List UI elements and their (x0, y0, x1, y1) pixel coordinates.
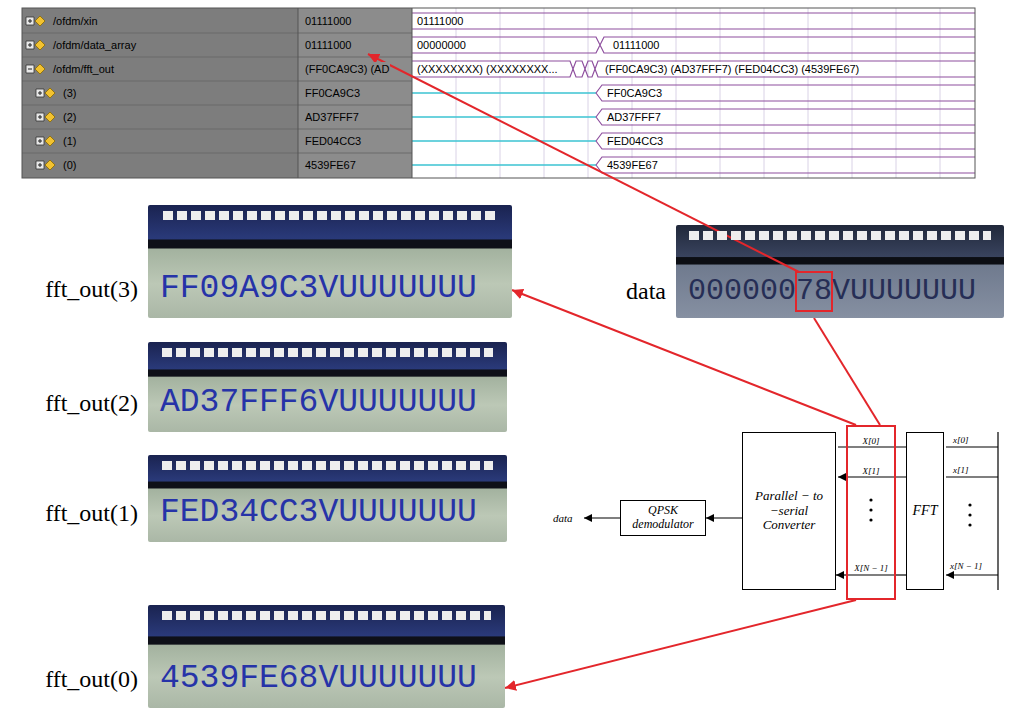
lcd-readout: AD37FFF6VUUUUUUU (160, 384, 477, 422)
block-diagram-wiring (584, 432, 998, 590)
callout-arrow (814, 318, 880, 425)
display-label: fft_out(3) (45, 275, 138, 304)
signal-value: (FF0CA9C3) (AD (304, 62, 390, 76)
signal-line (846, 574, 896, 575)
lcd-readout: FF09A9C3VUUUUUUU (160, 270, 477, 308)
signal-arrow (896, 574, 906, 575)
signal-name: (1) (62, 134, 77, 148)
bus-wave (596, 85, 975, 173)
lcd-display: fft_out(3)FF09A9C3VUUUUUUU (148, 205, 512, 318)
connector-pins (162, 348, 492, 357)
box-label: FFT (913, 503, 938, 519)
connector-pins (162, 461, 492, 470)
lcd-readout: 4539FE68VUUUUUUU (160, 660, 477, 698)
input-index: x[N − 1] (949, 561, 983, 571)
display-label: fft_out(1) (45, 499, 138, 528)
signal-name: (2) (62, 110, 77, 124)
undefined-wave (412, 93, 596, 165)
signal-arrow (706, 517, 742, 518)
wave-value: FF0CA9C3 (606, 86, 663, 100)
signal-value: 01111000 (304, 14, 353, 28)
box-edge (997, 432, 998, 590)
signal-line (946, 447, 998, 575)
wave-value: 4539FE67 (606, 158, 659, 172)
connector-pins (689, 231, 991, 240)
wave-value: 00000000 (416, 38, 467, 52)
ellipsis-dot (869, 498, 872, 501)
input-index: x[0] (952, 435, 970, 445)
lcd-display: fft_out(1)FED34CC3VUUUUUUU (148, 455, 507, 542)
ellipsis-dot (968, 503, 971, 506)
output-arrow (584, 517, 620, 518)
signal-name: (0) (62, 158, 77, 172)
output-index: X[1] (848, 466, 894, 476)
row-separator (22, 33, 412, 153)
callout-arrow (505, 600, 856, 688)
display-label: data (626, 277, 666, 306)
wave-pane (412, 8, 975, 178)
signal-value: FED04CC3 (304, 134, 362, 148)
wave-value: (FF0CA9C3) (AD37FFF7) (FED04CC3) (4539FE… (604, 62, 860, 76)
ellipsis-dot (869, 518, 872, 521)
output-index: X[N − 1] (848, 563, 894, 573)
signal-value: FF0CA9C3 (304, 86, 361, 100)
wave-value: AD37FFF7 (606, 110, 662, 124)
highlight-box: X[0] X[1] X[N − 1] (846, 425, 896, 600)
input-index: x[1] (952, 465, 970, 475)
pane-divider (298, 8, 412, 178)
connectors (505, 290, 906, 688)
display-label: fft_out(0) (45, 665, 138, 694)
signal-arrow (836, 574, 846, 575)
connector-pins (163, 211, 498, 220)
output-index: X[0] (848, 436, 894, 446)
wave-value: (XXXXXXXX) (XXXXXXXX... (416, 62, 559, 76)
box-label: Parallel − to −serial Converter (746, 489, 832, 534)
ellipsis-dot (968, 513, 971, 516)
lcd-readout: FED34CC3VUUUUUUU (160, 494, 477, 532)
wave-value: 01111000 (416, 14, 465, 28)
signal-value: 01111000 (304, 38, 353, 52)
expand-box (26, 17, 44, 169)
signal-value: 4539FE67 (304, 158, 357, 172)
ellipsis-dot (968, 523, 971, 526)
window-frame (22, 8, 975, 178)
signal-name: /ofdm/data_array (52, 38, 137, 52)
signal-name: /ofdm/xin (52, 14, 99, 28)
lcd-display: data00000078VUUUUUUU (676, 225, 1004, 318)
wave-value: FED04CC3 (606, 134, 664, 148)
bus-wave (412, 37, 975, 53)
lcd-readout: 00000078VUUUUUUU (688, 274, 976, 309)
box-label: QPSK demodulator (624, 504, 702, 532)
display-label: fft_out(2) (45, 389, 138, 418)
signal-name: /ofdm/fft_out (52, 62, 115, 76)
bus-wave (412, 61, 975, 77)
output-label: data (552, 512, 574, 525)
bus-wave (412, 13, 975, 29)
lcd-display: fft_out(0)4539FE68VUUUUUUU (148, 605, 505, 708)
signal-name: (3) (62, 86, 77, 100)
waveform-window (22, 8, 975, 178)
lcd-display: fft_out(2)AD37FFF6VUUUUUUU (148, 342, 507, 432)
signal-value: AD37FFF7 (304, 110, 360, 124)
process-box: Parallel − to −serial Converter (742, 432, 836, 590)
wave-value: 01111000 (612, 38, 661, 52)
process-box: FFT (906, 432, 944, 590)
connector-pins (162, 611, 490, 620)
ellipsis-dot (869, 508, 872, 511)
process-box: QPSK demodulator (620, 500, 706, 536)
